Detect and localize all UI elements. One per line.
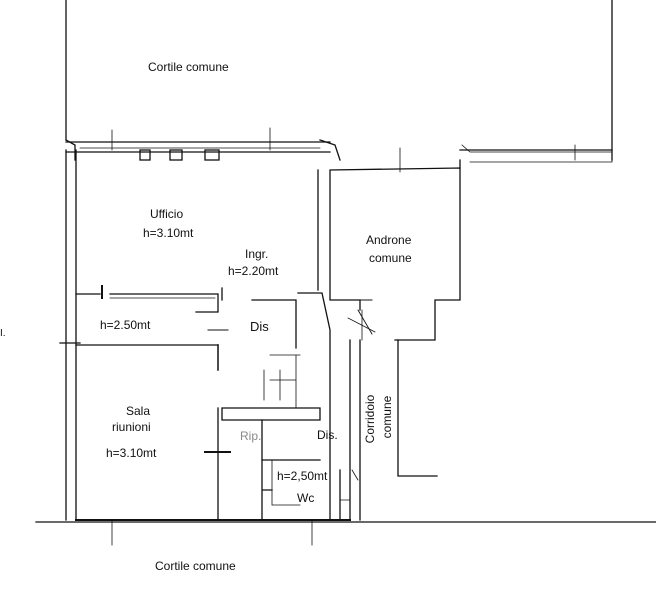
wc-label: Wc <box>297 491 315 505</box>
wc-height-label: h=2,50mt <box>277 469 328 483</box>
androne-label-line1: Androne <box>366 233 412 247</box>
sala-height-label: h=3.10mt <box>106 446 157 460</box>
rip-walls <box>221 407 321 421</box>
margin-mark: I. <box>0 328 6 339</box>
sala-label-line2: riunioni <box>112 420 151 434</box>
west-wall <box>65 149 77 521</box>
wall-pillar <box>139 149 151 161</box>
ingresso-height-label: h=2.20mt <box>228 264 279 278</box>
ufficio-partition <box>75 293 219 313</box>
disimpegno-label: Dis <box>250 319 269 334</box>
wall-pillar <box>169 149 183 161</box>
disimpegno-small-label: Dis. <box>317 428 338 442</box>
wc-walls <box>261 459 341 521</box>
courtyard-top-label: Cortile comune <box>148 60 229 74</box>
ufficio-height-label: h=3.10mt <box>143 226 194 240</box>
ripostiglio-label: Rip. <box>240 429 262 443</box>
corridoio-label-line1: Corridoio <box>363 394 377 444</box>
androne-walls <box>329 167 461 341</box>
north-wall <box>65 141 331 153</box>
androne-label-line2: comune <box>369 251 412 265</box>
height-250-label: h=2.50mt <box>100 318 151 332</box>
courtyard-bottom-label: Cortile comune <box>155 559 236 573</box>
sala-label-line1: Sala <box>126 404 151 418</box>
ingresso-label: Ingr. <box>245 247 269 261</box>
wall-pillar <box>204 149 220 161</box>
corridoio-walls <box>349 339 438 521</box>
ufficio-label: Ufficio <box>150 207 184 221</box>
corridoio-label-line2: comune <box>380 395 394 439</box>
